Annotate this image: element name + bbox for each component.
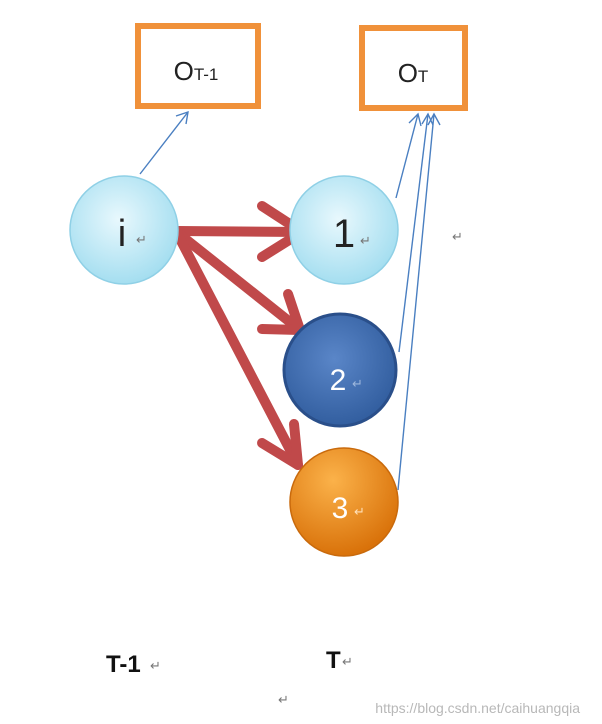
time-label-curr: T ↵ [326,647,353,674]
observation-box-prev: OT-1 [135,23,261,109]
para-mark: ↵ [136,232,147,247]
watermark-url: https://blog.csdn.net/caihuangqia [375,700,580,716]
time-prev-text: T-1 [106,651,141,678]
node-1-label: 1 [333,212,355,256]
transition-arrow-i-2 [173,228,305,335]
para-mark: ↵ [352,376,363,391]
emission-arrow-i [139,111,189,175]
transition-arrow-i-3 [173,230,303,470]
para-mark: ↵ [360,233,371,248]
para-mark: ↵ [452,229,463,244]
emission-arrow-1 [395,113,419,199]
obs-curr-sub: T [418,67,428,86]
node-i-label: i [118,213,126,255]
emission-arrow-3 [397,113,435,491]
svg-text:OT: OT [398,58,429,88]
obs-prev-main: O [174,56,194,86]
state-node-i: i ↵ [69,175,179,285]
para-mark: ↵ [342,654,353,669]
state-node-2: 2 ↵ [282,312,398,428]
transition-arrow-i-1 [173,226,307,237]
node-3-label: 3 [332,492,349,525]
para-mark: ↵ [354,504,365,519]
svg-text:OT-1: OT-1 [174,56,219,86]
para-mark: ↵ [150,658,161,673]
obs-prev-sub: T-1 [194,65,219,84]
emission-arrow-2 [398,113,429,353]
state-node-1: 1 ↵ [289,175,399,285]
time-curr-text: T [326,647,341,674]
node-2-label: 2 [330,364,347,397]
emission-arrows [139,110,441,491]
obs-curr-main: O [398,58,418,88]
transition-arrows [173,201,307,470]
observation-box-curr: OT [359,25,468,111]
state-node-3: 3 ↵ [289,447,399,557]
time-label-prev: T-1 ↵ [106,651,161,678]
para-mark: ↵ [278,692,289,707]
